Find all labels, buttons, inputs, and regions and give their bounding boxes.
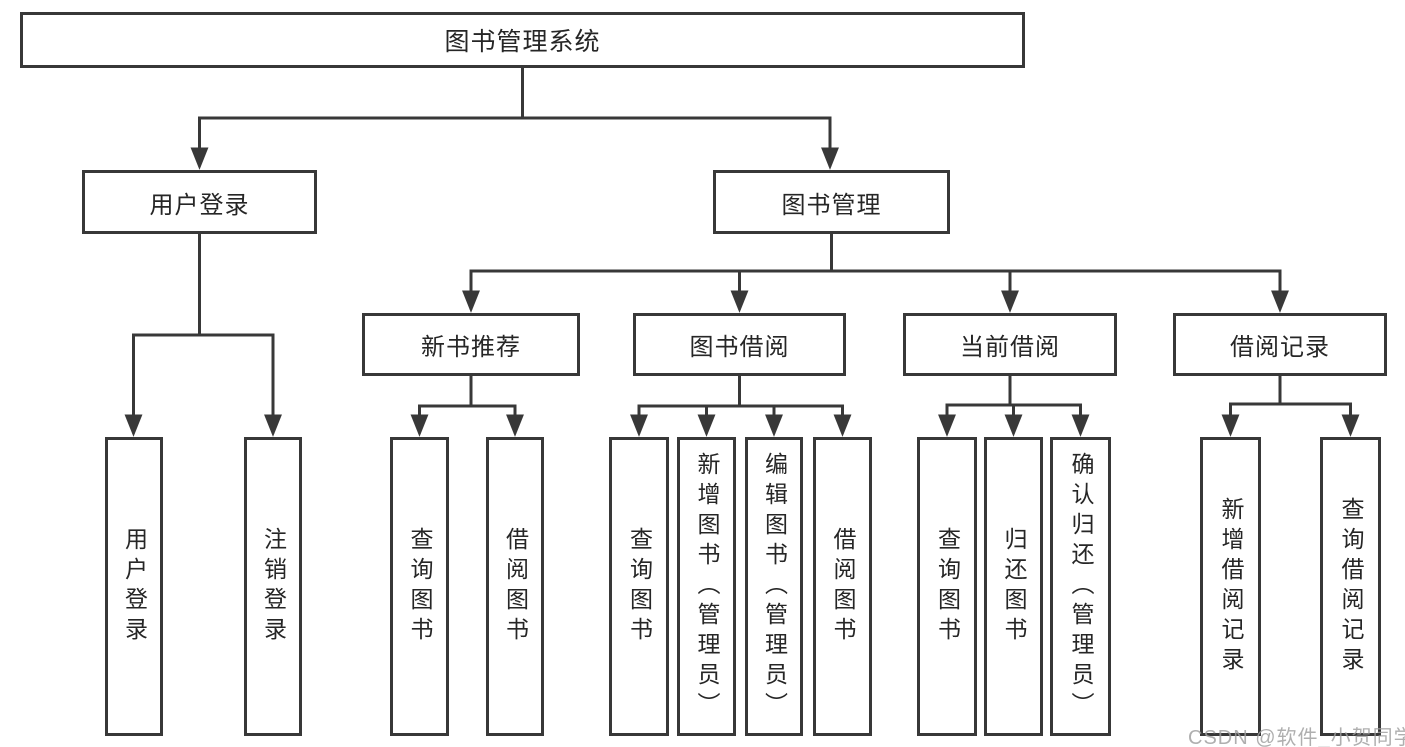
leaf-logout-login: 注销登录 (244, 437, 302, 736)
junction-book-management (469, 234, 1282, 273)
junction-user-login (132, 234, 275, 337)
leaf-query-books-current: 查询图书 (917, 437, 977, 736)
node-current-borrow: 当前借阅 (903, 313, 1117, 376)
junction-book-borrow (637, 376, 844, 408)
node-borrow-records: 借阅记录 (1173, 313, 1387, 376)
node-library-management-system: 图书管理系统 (20, 12, 1025, 68)
leaf-borrow-books: 借阅图书 (813, 437, 872, 736)
leaf-return-book: 归还图书 (984, 437, 1043, 736)
leaf-edit-book-admin: 编辑图书（管理员） (745, 437, 803, 736)
leaf-query-books-borrow: 查询图书 (609, 437, 669, 736)
leaf-query-books-recommend: 查询图书 (390, 437, 449, 736)
node-book-borrow: 图书借阅 (633, 313, 846, 376)
leaf-borrow-books-recommend: 借阅图书 (486, 437, 544, 736)
leaf-query-borrow-record: 查询借阅记录 (1320, 437, 1381, 736)
node-new-book-recommend: 新书推荐 (362, 313, 580, 376)
node-book-management: 图书管理 (713, 170, 950, 234)
leaf-add-borrow-record: 新增借阅记录 (1200, 437, 1261, 736)
leaf-add-book-admin: 新增图书（管理员） (677, 437, 736, 736)
junction-root (198, 67, 832, 120)
watermark: CSDN @软件_小贺同学 (1188, 727, 1405, 747)
node-user-login: 用户登录 (82, 170, 317, 234)
junction-borrow-records (1229, 376, 1352, 406)
leaf-confirm-return-admin: 确认归还（管理员） (1050, 437, 1111, 736)
junction-current-borrow (945, 376, 1082, 407)
leaf-user-login: 用户登录 (105, 437, 163, 736)
junction-new-book (418, 376, 517, 408)
